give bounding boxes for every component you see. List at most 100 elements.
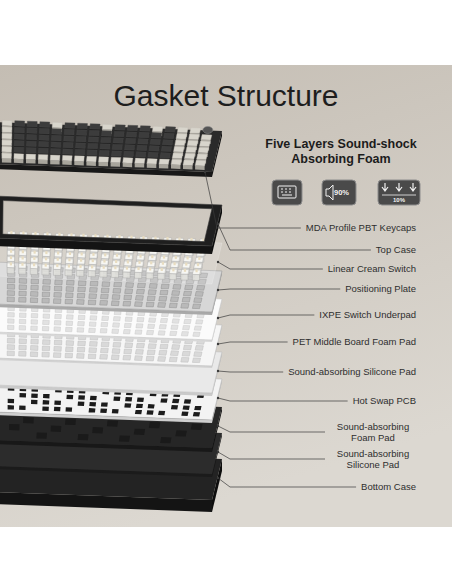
pet-cutout [111,355,119,360]
pcb-socket [78,395,85,400]
leader-dot [217,343,219,345]
keycap [111,157,121,163]
leader-line [218,262,323,269]
switch-body [112,265,119,271]
pet-cutout [54,340,62,345]
plate-cutout [55,280,63,285]
switch-body [125,259,132,265]
foam-cutout [175,430,187,436]
switch-body [54,263,61,269]
keycap [113,138,123,144]
switch-stem [186,256,188,259]
switch-top [30,264,37,269]
switch-stem [45,264,47,267]
keycap [175,140,186,146]
pcb-socket [193,412,200,417]
pcb-socket [183,405,190,410]
switch-stem [22,250,24,253]
keycap [138,139,149,145]
keycap [162,140,173,146]
switch-top [169,269,177,274]
keyboard-icon [278,186,296,198]
switch-stem [103,260,105,263]
leader-line [218,289,340,290]
plate-cutout [42,298,49,303]
pet-cutout [124,349,132,354]
part-label: IXPE Switch Underpad [319,309,416,320]
keycap-side [74,161,84,165]
pet-cutout [53,353,61,358]
pcb-socket [66,395,73,400]
switch-body [77,264,84,270]
keycap [127,125,138,131]
switch-top [158,269,166,274]
keycap [88,137,98,143]
switch-body [148,260,155,266]
switch-body [137,254,144,260]
switch-body [7,261,14,267]
plate-cutout [149,284,157,289]
plate-cutout [114,282,122,287]
pcb-socket [125,397,132,402]
pet-cutout [90,342,98,347]
switch-body [158,273,165,279]
switch-top [88,266,96,271]
plate-cutout [54,286,62,291]
keycap [74,156,84,162]
layer-top-face [0,122,222,172]
plate-cutout [78,287,86,292]
keycap-side [99,162,109,166]
switch-body [147,267,154,273]
keycap [51,142,61,148]
plate-cutout [30,298,37,303]
ixpe-cutout [31,320,38,325]
pet-cutout [7,345,14,350]
switch-body [53,269,60,275]
keycap [124,151,134,157]
switch-top [194,264,202,269]
switch-stem [34,251,36,254]
ixpe-cutout [78,322,85,327]
switch-body [42,263,49,269]
pet-cutout [89,348,97,353]
plate-cutout [19,279,27,284]
plate-cutout [19,291,26,296]
switch-body [101,259,108,265]
keycap [38,148,48,154]
switch-top [66,259,74,264]
leader-dot [217,451,219,453]
switch-body [67,251,74,257]
switch-stem [175,256,177,259]
switch-stem [126,267,128,270]
leader-dot [217,289,219,291]
switch-stem [190,238,192,241]
keycap [187,141,198,147]
keycap-side [135,163,145,167]
keycap [102,131,112,137]
switch-stem [46,232,48,235]
keycap [77,130,87,136]
switch-body [31,250,38,256]
ixpe-cutout [43,314,50,319]
keycap [151,133,162,139]
pcb-socket [113,397,120,401]
plate-cutout [158,303,166,308]
switch-stem [195,269,197,272]
keycap-side [183,165,193,169]
switch-body [123,272,130,278]
switch-stem [172,268,174,271]
foam-cutout [160,437,171,443]
plate-cutout [135,296,143,301]
plate-cutout [66,293,74,298]
keycap [176,134,187,140]
plate-cutout [19,297,26,302]
switch-top [170,263,178,268]
plate-cutout [137,283,145,288]
plate-cutout [31,279,39,284]
pet-cutout [183,345,191,350]
switch-top [89,260,97,265]
ixpe-cutout [125,317,132,322]
ixpe-cutout [66,315,73,320]
pet-cutout [88,354,96,359]
switch-stem [163,256,165,259]
